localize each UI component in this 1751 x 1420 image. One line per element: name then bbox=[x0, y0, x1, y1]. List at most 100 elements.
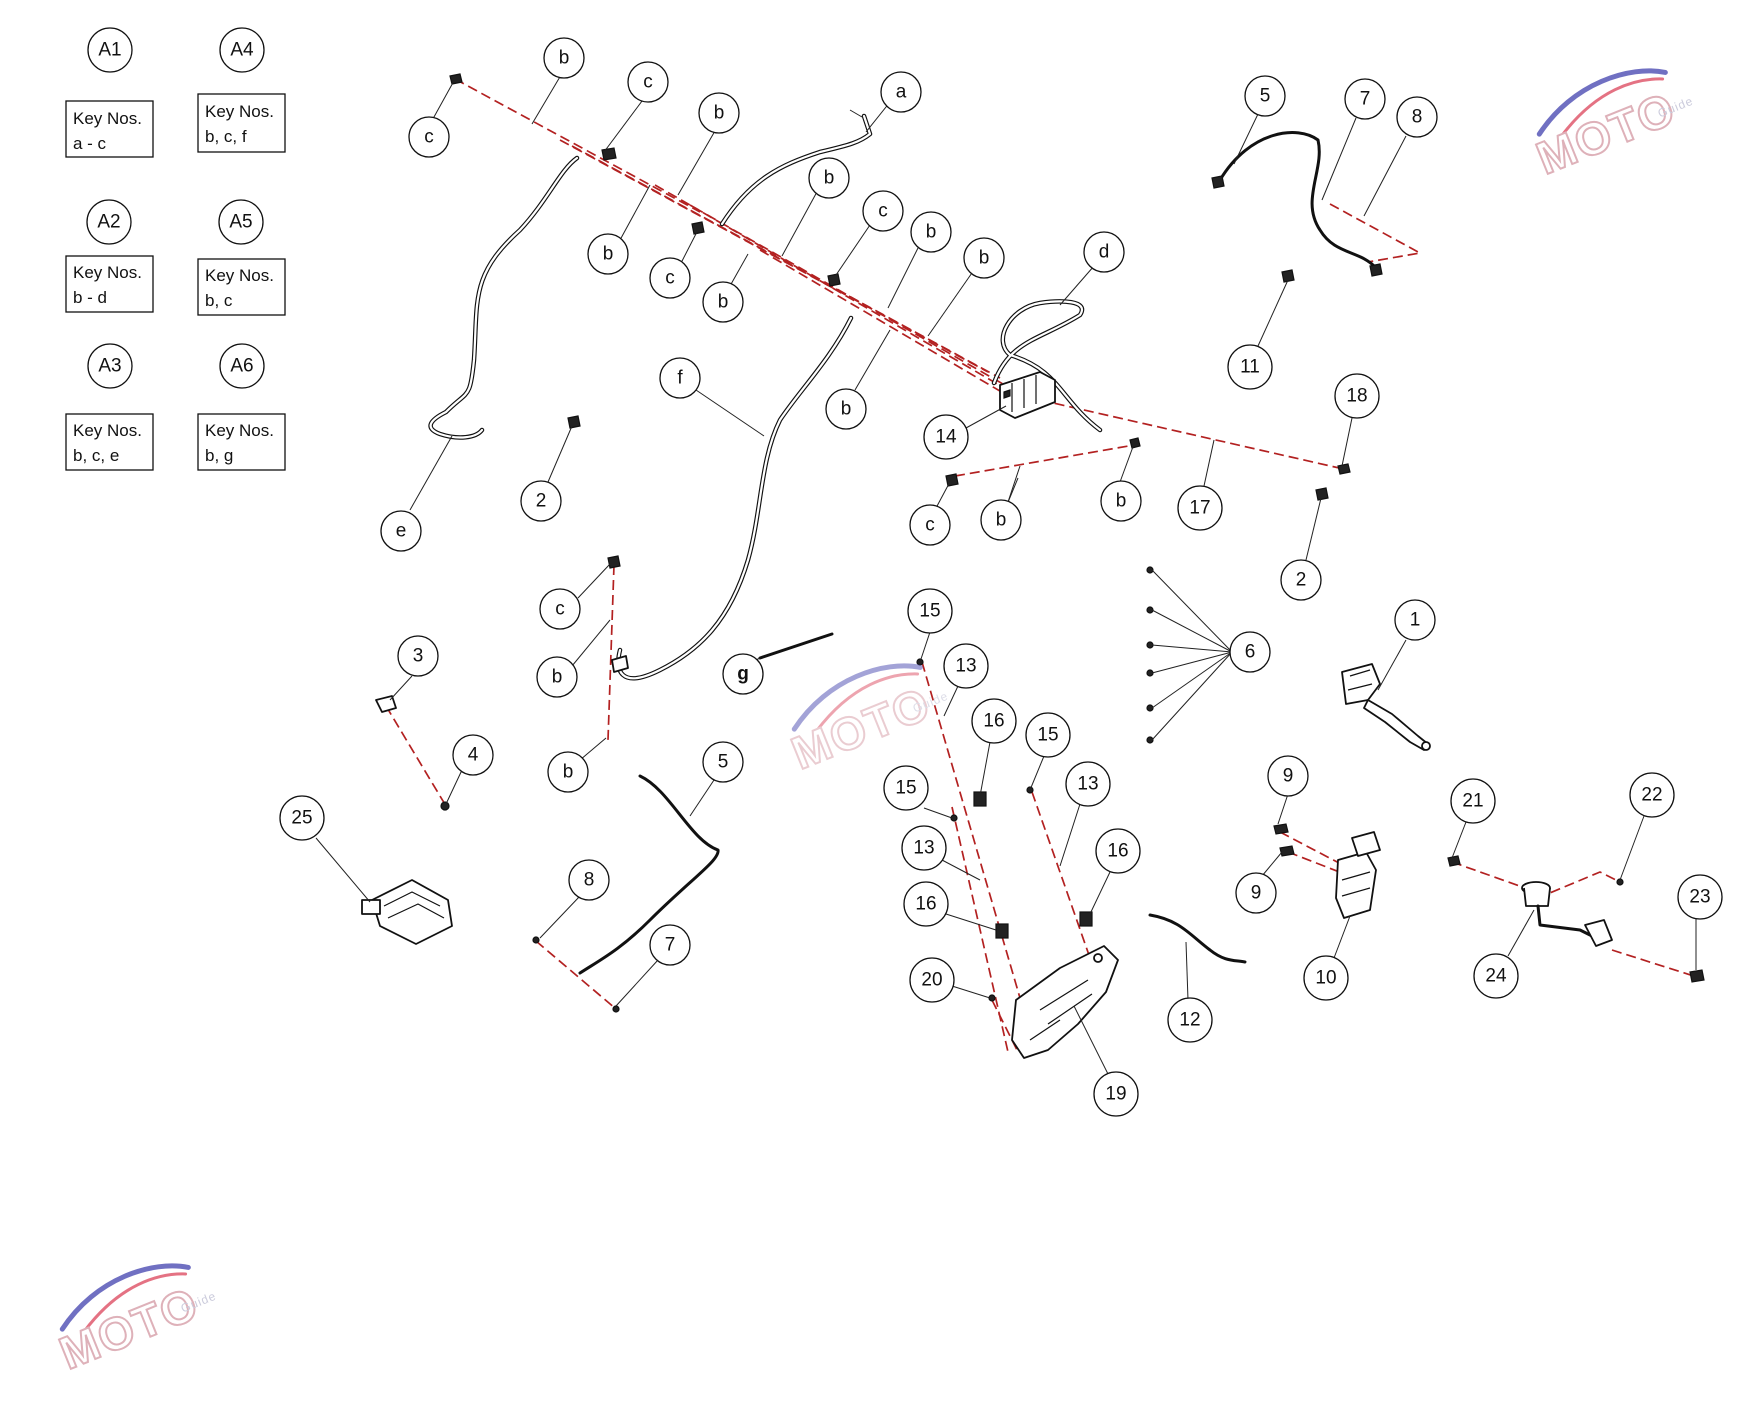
hose-a bbox=[719, 113, 873, 227]
svg-text:10: 10 bbox=[1315, 968, 1336, 989]
callout-c: c bbox=[408, 78, 456, 158]
callout-7: 7 bbox=[1321, 78, 1386, 201]
svg-text:11: 11 bbox=[1240, 357, 1260, 378]
callout-b: b bbox=[702, 253, 749, 323]
callout-16: 16 bbox=[971, 698, 1017, 797]
caliper-25 bbox=[361, 879, 453, 945]
svg-text:b: b bbox=[996, 510, 1007, 531]
abs-modulator bbox=[999, 371, 1056, 419]
callout-8: 8 bbox=[539, 859, 610, 939]
watermark-bottom-left: MOTO Guide bbox=[51, 1263, 218, 1380]
callout-9: 9 bbox=[1267, 755, 1309, 825]
key-values: b, c bbox=[205, 291, 233, 310]
callout-3: 3 bbox=[389, 635, 439, 701]
key-id: A4 bbox=[230, 40, 254, 61]
svg-text:9: 9 bbox=[1283, 766, 1294, 787]
svg-text:c: c bbox=[925, 515, 935, 536]
key-label: Key Nos. bbox=[205, 266, 274, 285]
callout-7: 7 bbox=[615, 924, 691, 1007]
callout-24: 24 bbox=[1473, 909, 1535, 999]
assembly-dash-lines bbox=[385, 78, 1701, 1053]
cable-5-bottom bbox=[578, 774, 720, 975]
callout-15: 15 bbox=[1025, 712, 1071, 791]
callout-e: e bbox=[380, 435, 453, 552]
svg-text:8: 8 bbox=[584, 870, 595, 891]
svg-text:7: 7 bbox=[665, 935, 676, 956]
callout-b: b bbox=[825, 329, 891, 430]
callout-b: b bbox=[980, 465, 1022, 541]
brake-lever-master-cylinder bbox=[1341, 663, 1431, 751]
callout-12: 12 bbox=[1167, 941, 1213, 1043]
callout-21: 21 bbox=[1450, 778, 1496, 859]
svg-text:4: 4 bbox=[468, 745, 479, 766]
key-entry-a5: A5 Key Nos. b, c bbox=[197, 199, 286, 316]
hose-f bbox=[616, 315, 854, 681]
callout-g: g bbox=[722, 653, 764, 695]
svg-text:19: 19 bbox=[1105, 1084, 1126, 1105]
fasteners bbox=[440, 73, 1705, 1013]
svg-text:3: 3 bbox=[413, 646, 424, 667]
callout-5: 5 bbox=[1233, 75, 1286, 165]
svg-text:f: f bbox=[677, 368, 683, 389]
callout-b: b bbox=[547, 737, 607, 793]
svg-text:6: 6 bbox=[1245, 642, 1256, 663]
callout-c: c bbox=[649, 225, 701, 299]
svg-text:c: c bbox=[643, 72, 653, 93]
callout-b: b bbox=[1100, 443, 1142, 522]
key-id: A3 bbox=[98, 356, 121, 377]
svg-text:23: 23 bbox=[1689, 887, 1710, 908]
svg-text:22: 22 bbox=[1641, 785, 1662, 806]
key-values: b, g bbox=[205, 446, 233, 465]
svg-text:15: 15 bbox=[919, 601, 940, 622]
svg-text:12: 12 bbox=[1179, 1010, 1200, 1031]
callout-23: 23 bbox=[1677, 874, 1723, 970]
key-table: A1 Key Nos. a - c A4 Key Nos. b, c, f A2… bbox=[65, 27, 286, 471]
key-label: Key Nos. bbox=[73, 109, 142, 128]
callout-5: 5 bbox=[689, 741, 744, 817]
svg-text:b: b bbox=[841, 399, 852, 420]
callout-4: 4 bbox=[445, 734, 494, 805]
svg-text:b: b bbox=[979, 248, 990, 269]
watermark-brand: MOTO bbox=[1529, 82, 1683, 185]
callout-b: b bbox=[536, 619, 611, 698]
watermark-brand: MOTO bbox=[784, 677, 938, 780]
hose-e bbox=[428, 155, 580, 440]
svg-text:16: 16 bbox=[1107, 841, 1128, 862]
callout-c: c bbox=[539, 563, 611, 630]
svg-text:b: b bbox=[714, 103, 725, 124]
svg-text:13: 13 bbox=[955, 656, 976, 677]
svg-text:a: a bbox=[896, 82, 907, 103]
svg-text:c: c bbox=[555, 599, 565, 620]
key-entry-a4: A4 Key Nos. b, c, f bbox=[197, 27, 286, 153]
key-id: A5 bbox=[229, 212, 252, 233]
svg-text:25: 25 bbox=[291, 808, 312, 829]
callout-c: c bbox=[603, 61, 669, 153]
key-entry-a1: A1 Key Nos. a - c bbox=[65, 27, 154, 158]
callout-c: c bbox=[849, 109, 863, 118]
callout-1: 1 bbox=[1377, 599, 1436, 691]
key-entry-a2: A2 Key Nos. b - d bbox=[65, 199, 154, 313]
key-values: b - d bbox=[73, 288, 107, 307]
callout-13: 13 bbox=[943, 643, 989, 717]
callout-18: 18 bbox=[1334, 373, 1380, 467]
svg-text:17: 17 bbox=[1189, 498, 1210, 519]
svg-text:b: b bbox=[1116, 491, 1127, 512]
watermark-brand: MOTO bbox=[52, 1277, 206, 1380]
callout-22: 22 bbox=[1619, 772, 1675, 881]
callout-16: 16 bbox=[903, 881, 997, 931]
callout-11: 11 bbox=[1227, 279, 1289, 390]
svg-text:b: b bbox=[552, 667, 563, 688]
key-label: Key Nos. bbox=[205, 421, 274, 440]
callout-14: 14 bbox=[923, 405, 1007, 460]
svg-text:21: 21 bbox=[1462, 791, 1483, 812]
key-id: A6 bbox=[230, 356, 253, 377]
svg-text:15: 15 bbox=[895, 778, 916, 799]
svg-text:d: d bbox=[1099, 242, 1110, 263]
callout-15: 15 bbox=[883, 765, 953, 819]
callout-6: 6 bbox=[1151, 569, 1271, 741]
key-values: b, c, e bbox=[73, 446, 119, 465]
callout-b: b bbox=[927, 237, 1005, 337]
callout-b: b bbox=[531, 37, 585, 125]
callout-19: 19 bbox=[1073, 1005, 1139, 1117]
svg-text:b: b bbox=[718, 292, 729, 313]
